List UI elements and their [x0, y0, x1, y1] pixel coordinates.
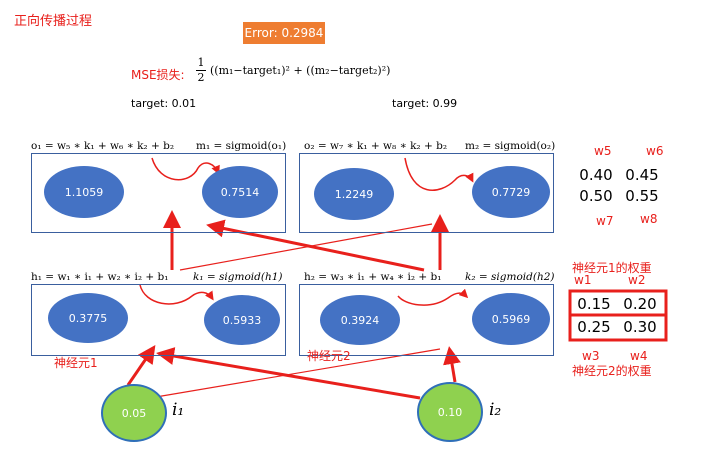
m2-node: 0.7729 — [472, 166, 550, 218]
w6-value: 0.45 — [625, 166, 659, 184]
m2-equation: m₂ = sigmoid(o₂) — [465, 140, 556, 152]
mse-numerator: 1 — [196, 56, 206, 71]
arrow-i2-h2 — [443, 346, 461, 383]
error-badge: Error: 0.2984 — [243, 22, 325, 44]
w8-label: w8 — [640, 212, 658, 226]
neuron-1-label: 神经元1 — [54, 356, 98, 370]
o2-equation: o₂ = w₇ ∗ k₁ + w₈ ∗ k₂ + b₂ — [304, 140, 448, 152]
mse-fraction: 1 2 — [196, 56, 206, 85]
output-neuron-1-box: 1.1059 0.7514 — [31, 153, 286, 233]
w6-label: w6 — [646, 144, 664, 158]
m1-equation: m₁ = sigmoid(o₁) — [196, 140, 287, 152]
input-i2-label: i₂ — [489, 400, 502, 420]
w4-label: w4 — [630, 349, 648, 363]
output-weights-table: 0.40 0.45 0.50 0.55 — [574, 166, 674, 206]
mse-denominator: 2 — [197, 71, 205, 84]
m1-node: 0.7514 — [202, 166, 278, 218]
arrow-h2-o1 — [206, 219, 425, 272]
o1-node: 1.1059 — [44, 166, 124, 218]
arrow-i2-h1 — [156, 347, 421, 400]
curve-o2-m2 — [404, 157, 474, 192]
h1-node: 0.3775 — [48, 293, 128, 343]
input-i2-node: 0.10 — [417, 382, 483, 442]
diagram-title: 正向传播过程 — [14, 14, 93, 29]
input-i1-node: 0.05 — [101, 384, 167, 442]
input-i1-label: i₁ — [172, 400, 185, 420]
w1-value: 0.15 — [577, 295, 611, 313]
hidden-neuron-1-box: 0.3775 0.5933 — [31, 284, 286, 356]
w5-label: w5 — [594, 144, 612, 158]
k1-node: 0.5933 — [204, 295, 280, 345]
neuron-1-weights-title: 神经元1的权重 — [572, 261, 652, 275]
w7-value: 0.50 — [579, 187, 613, 205]
w4-value: 0.30 — [623, 318, 657, 336]
hidden-weights-table: 0.15 0.20 0.25 0.30 — [572, 295, 666, 339]
w1-label: w1 — [574, 273, 592, 287]
arrow-i1-h2 — [149, 348, 441, 399]
curve-h2-k2 — [397, 288, 469, 306]
w2-value: 0.20 — [623, 295, 657, 313]
k2-node: 0.5969 — [472, 293, 550, 345]
arrow-h1-o2 — [179, 223, 433, 271]
curve-o1-m1 — [151, 157, 220, 181]
w2-label: w2 — [628, 273, 646, 287]
hidden-neuron-2-box: 0.3924 0.5969 — [299, 284, 554, 356]
mse-expression: ((m₁−target₁)² + ((m₂−target₂)²) — [210, 64, 391, 77]
neuron-2-weights-title: 神经元2的权重 — [572, 364, 652, 378]
curve-h1-k1 — [139, 284, 214, 305]
w3-value: 0.25 — [577, 318, 611, 336]
w3-label: w3 — [582, 349, 600, 363]
target-2: target: 0.99 — [392, 97, 458, 110]
output-neuron-2-box: 1.2249 0.7729 — [299, 153, 554, 233]
w8-value: 0.55 — [625, 187, 659, 205]
hidden-weights-row2-box — [568, 313, 668, 342]
k2-equation: k₂ = sigmoid(h2) — [465, 271, 555, 283]
w7-label: w7 — [596, 214, 614, 228]
o1-equation: o₁ = w₅ ∗ k₁ + w₆ ∗ k₂ + b₂ — [31, 140, 175, 152]
neuron-2-label: 神经元2 — [307, 349, 351, 363]
h2-equation: h₂ = w₃ ∗ i₁ + w₄ ∗ i₂ + b₁ — [304, 271, 442, 283]
k1-equation: k₁ = sigmoid(h1) — [193, 271, 283, 283]
o2-node: 1.2249 — [314, 168, 394, 220]
mse-label: MSE损失: — [131, 68, 185, 82]
w5-value: 0.40 — [579, 166, 613, 184]
target-1: target: 0.01 — [131, 97, 197, 110]
h1-equation: h₁ = w₁ ∗ i₁ + w₂ ∗ i₂ + b₁ — [31, 271, 169, 283]
h2-node: 0.3924 — [320, 295, 400, 345]
